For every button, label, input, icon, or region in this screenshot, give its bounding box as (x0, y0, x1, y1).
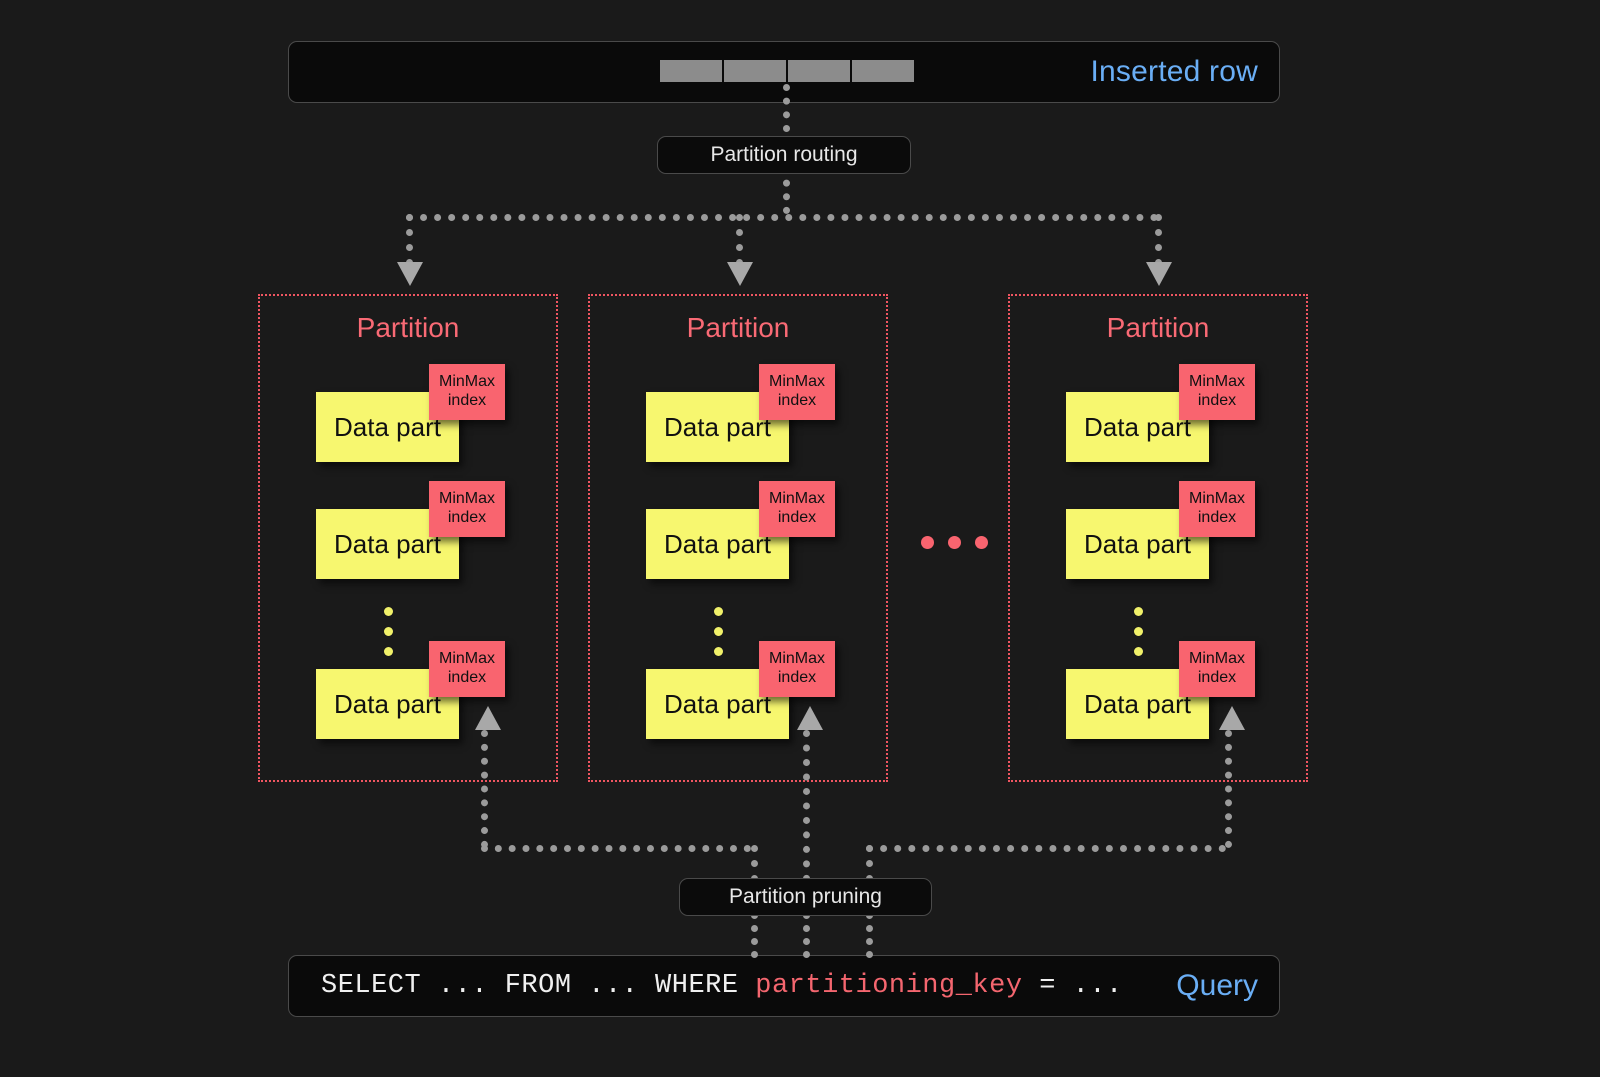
connector-pruning-up-1 (803, 730, 810, 882)
connector-pruning-h-2 (866, 845, 1226, 852)
minmax-index-box: MinMax index (1179, 481, 1255, 537)
partition-box[interactable]: Partition MinMax index Data part MinMax … (1008, 294, 1308, 782)
minmax-index-line2: index (447, 669, 487, 686)
data-part-box: Data part (316, 509, 459, 579)
data-part-group[interactable]: MinMax index Data part (316, 481, 516, 581)
minmax-index-box: MinMax index (759, 641, 835, 697)
data-part-group[interactable]: MinMax index Data part (1066, 364, 1266, 464)
minmax-index-line2: index (1197, 669, 1237, 686)
connector-pruning-to-query-1 (803, 912, 810, 958)
partition-title: Partition (686, 312, 790, 343)
partitions-ellipsis (921, 536, 988, 549)
minmax-index-box: MinMax index (759, 364, 835, 420)
data-part-group[interactable]: MinMax index Data part (646, 481, 846, 581)
minmax-index-box: MinMax index (429, 364, 505, 420)
minmax-index-box: MinMax index (429, 481, 505, 537)
inserted-row-bar: Inserted row (288, 41, 1280, 103)
connector-branch-0 (406, 214, 413, 266)
minmax-index-box: MinMax index (429, 641, 505, 697)
minmax-index-line1: MinMax (768, 373, 825, 391)
arrow-down-icon (1146, 262, 1172, 286)
ellipsis-dot (975, 536, 988, 549)
ellipsis-dot (948, 536, 961, 549)
partition-title: Partition (356, 312, 460, 343)
minmax-index-box: MinMax index (759, 481, 835, 537)
minmax-index-line2: index (447, 392, 487, 409)
minmax-index-line1: MinMax (438, 650, 495, 668)
row-cell (724, 60, 786, 82)
data-parts-ellipsis (384, 607, 393, 656)
minmax-index-line1: MinMax (768, 650, 825, 668)
connector-branch-1 (736, 214, 743, 266)
data-part-group[interactable]: MinMax index Data part (316, 641, 516, 741)
minmax-index-line1: MinMax (768, 490, 825, 508)
ellipsis-dot (1134, 647, 1143, 656)
query-prefix: SELECT ... FROM ... WHERE (321, 971, 756, 1001)
minmax-index-line1: MinMax (1188, 373, 1245, 391)
minmax-index-line2: index (777, 509, 817, 526)
connector-pruning-down-0 (751, 845, 758, 882)
minmax-index-line1: MinMax (438, 490, 495, 508)
minmax-index-line2: index (777, 392, 817, 409)
data-part-group[interactable]: MinMax index Data part (646, 641, 846, 741)
partition-title: Partition (1106, 312, 1210, 343)
ellipsis-dot (384, 627, 393, 636)
connector-pruning-h-0 (481, 845, 751, 852)
inserted-row-cells (660, 60, 914, 82)
query-label: Query (1176, 969, 1258, 1002)
arrow-down-icon (397, 262, 423, 286)
minmax-index-line1: MinMax (1188, 490, 1245, 508)
minmax-index-line2: index (447, 509, 487, 526)
query-bar: SELECT ... FROM ... WHERE partitioning_k… (288, 955, 1280, 1017)
ellipsis-dot (714, 627, 723, 636)
minmax-index-line1: MinMax (438, 373, 495, 391)
connector-pruning-to-query-2 (866, 912, 873, 958)
partition-pruning-box: Partition pruning (679, 878, 932, 916)
data-part-group[interactable]: MinMax index Data part (316, 364, 516, 464)
row-cell (660, 60, 722, 82)
connector-pruning-down-2 (866, 845, 873, 882)
connector-pruning-up-2 (1225, 730, 1232, 848)
ellipsis-dot (1134, 607, 1143, 616)
minmax-index-box: MinMax index (1179, 364, 1255, 420)
query-keyword: partitioning_key (755, 971, 1023, 1001)
data-parts-ellipsis (714, 607, 723, 656)
data-part-group[interactable]: MinMax index Data part (1066, 641, 1266, 741)
connector-branch-2 (1155, 214, 1162, 266)
minmax-index-line1: MinMax (1188, 650, 1245, 668)
partition-routing-box: Partition routing (657, 136, 911, 174)
minmax-index-box: MinMax index (1179, 641, 1255, 697)
partition-box[interactable]: Partition MinMax index Data part MinMax … (588, 294, 888, 782)
data-part-group[interactable]: MinMax index Data part (1066, 481, 1266, 581)
partition-box[interactable]: Partition MinMax index Data part MinMax … (258, 294, 558, 782)
arrow-down-icon (727, 262, 753, 286)
connector-pruning-up-0 (481, 730, 488, 848)
arrow-up-icon (475, 706, 501, 730)
arrow-up-icon (797, 706, 823, 730)
query-text: SELECT ... FROM ... WHERE partitioning_k… (321, 971, 1123, 1001)
query-suffix: = ... (1022, 971, 1123, 1001)
minmax-index-line2: index (1197, 509, 1237, 526)
ellipsis-dot (714, 647, 723, 656)
row-cell (852, 60, 914, 82)
ellipsis-dot (384, 607, 393, 616)
data-parts-ellipsis (1134, 607, 1143, 656)
inserted-row-label: Inserted row (1090, 55, 1258, 88)
ellipsis-dot (921, 536, 934, 549)
connector-routing-bus (406, 214, 1158, 221)
ellipsis-dot (714, 607, 723, 616)
arrow-up-icon (1219, 706, 1245, 730)
ellipsis-dot (384, 647, 393, 656)
minmax-index-line2: index (1197, 392, 1237, 409)
data-part-group[interactable]: MinMax index Data part (646, 364, 846, 464)
connector-pruning-to-query-0 (751, 912, 758, 958)
minmax-index-line2: index (777, 669, 817, 686)
ellipsis-dot (1134, 627, 1143, 636)
row-cell (788, 60, 850, 82)
